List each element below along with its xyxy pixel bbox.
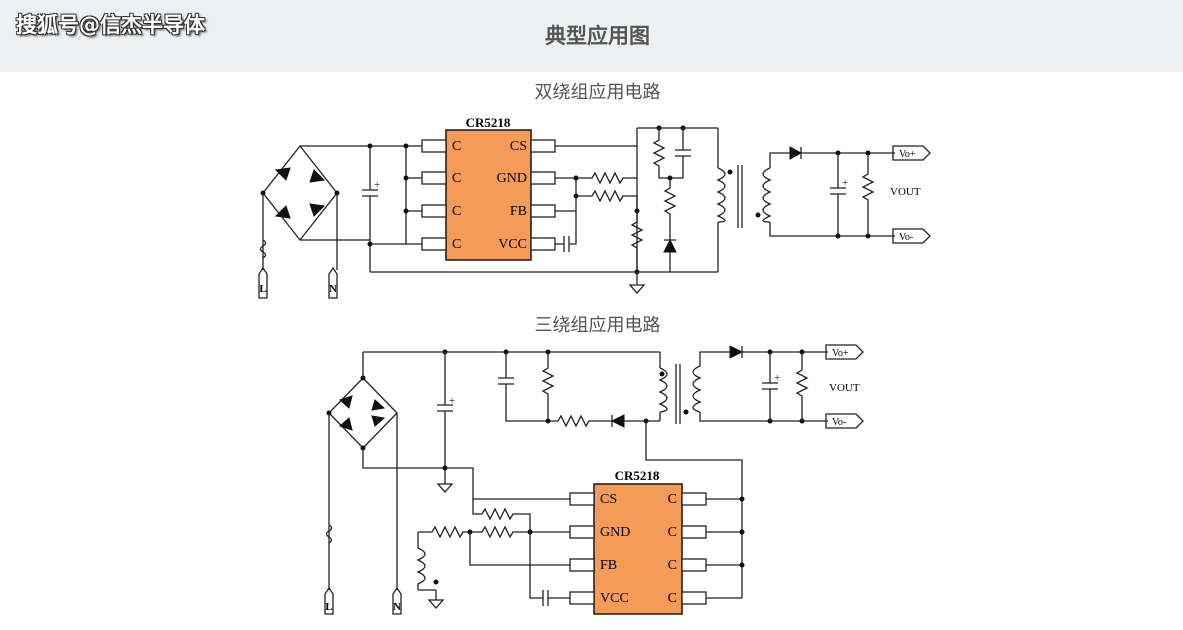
svg-text:C: C bbox=[452, 204, 461, 219]
bridge-rectifier-2 bbox=[326, 375, 398, 451]
watermark: 搜狐号@信杰半导体 bbox=[16, 13, 205, 37]
svg-text:CS: CS bbox=[600, 492, 617, 507]
bridge-rectifier bbox=[260, 144, 340, 242]
svg-text:VOUT: VOUT bbox=[890, 186, 921, 198]
diagram-2: L N + bbox=[324, 344, 864, 615]
vo-minus-terminal-2: Vo- bbox=[825, 413, 864, 429]
svg-text:C: C bbox=[452, 237, 461, 252]
svg-text:CR5218: CR5218 bbox=[466, 115, 511, 130]
svg-text:C: C bbox=[668, 591, 677, 606]
svg-text:C: C bbox=[668, 525, 677, 540]
svg-text:Vo+: Vo+ bbox=[832, 348, 849, 359]
svg-text:C: C bbox=[452, 171, 461, 186]
diagram-2-title: 三绕组应用电路 bbox=[534, 315, 661, 336]
svg-text:+: + bbox=[774, 372, 780, 384]
svg-text:CS: CS bbox=[510, 139, 527, 154]
svg-text:VOUT: VOUT bbox=[829, 382, 860, 394]
svg-text:+: + bbox=[449, 395, 455, 407]
line-terminal-2: L bbox=[324, 586, 334, 615]
svg-text:VCC: VCC bbox=[498, 237, 527, 252]
svg-text:GND: GND bbox=[600, 525, 630, 540]
svg-text:L: L bbox=[259, 283, 266, 295]
svg-text:GND: GND bbox=[497, 171, 527, 186]
vo-plus-terminal: Vo+ bbox=[892, 145, 931, 161]
diagram-1: L N + CR5218 C C C C bbox=[258, 115, 931, 299]
line-terminal: L bbox=[258, 266, 268, 299]
svg-text:FB: FB bbox=[600, 558, 617, 573]
svg-text:C: C bbox=[452, 139, 461, 154]
svg-text:L: L bbox=[325, 601, 332, 613]
svg-text:C: C bbox=[668, 558, 677, 573]
svg-text:+: + bbox=[374, 179, 380, 191]
svg-text:C: C bbox=[668, 492, 677, 507]
header-banner bbox=[0, 0, 1183, 72]
vo-minus-terminal: Vo- bbox=[892, 228, 931, 244]
svg-text:VCC: VCC bbox=[600, 591, 629, 606]
svg-text:N: N bbox=[329, 283, 337, 295]
svg-text:+: + bbox=[842, 177, 848, 189]
neutral-terminal-2: N bbox=[392, 586, 402, 615]
chip-cr5218-1: CR5218 C C C C CS GND FB VCC bbox=[421, 115, 556, 261]
svg-text:Vo+: Vo+ bbox=[899, 149, 916, 160]
svg-text:Vo-: Vo- bbox=[899, 232, 913, 243]
diagram-1-title: 双绕组应用电路 bbox=[534, 82, 661, 103]
chip-cr5218-2: CR5218 CS GND FB VCC C C C C bbox=[569, 468, 707, 615]
vo-plus-terminal-2: Vo+ bbox=[825, 344, 864, 360]
svg-text:Vo-: Vo- bbox=[832, 417, 846, 428]
svg-text:FB: FB bbox=[510, 204, 527, 219]
neutral-terminal: N bbox=[328, 266, 338, 299]
svg-text:N: N bbox=[393, 601, 401, 613]
svg-text:CR5218: CR5218 bbox=[615, 468, 660, 483]
page-title: 典型应用图 bbox=[545, 24, 650, 48]
